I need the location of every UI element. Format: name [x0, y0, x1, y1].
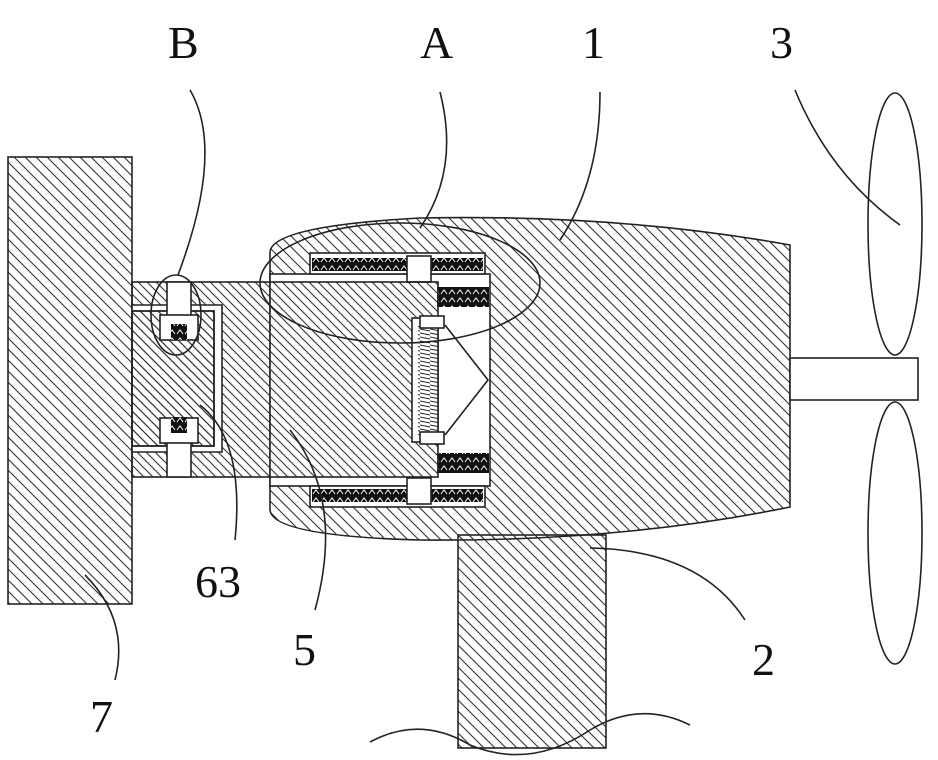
label-7: 7 [90, 691, 113, 742]
propeller-blade-upper [868, 93, 922, 355]
label-2: 2 [752, 634, 775, 685]
propeller-blade-lower [868, 402, 922, 664]
label-B: B [168, 17, 199, 68]
label-1: 1 [582, 17, 605, 68]
lower-side-spring [437, 453, 489, 473]
leader-1 [560, 92, 600, 240]
label-63: 63 [195, 556, 241, 607]
lower-spring-pad [312, 489, 483, 502]
upper-spring-pad [312, 258, 483, 271]
label-A: A [420, 17, 453, 68]
lower-pin [407, 478, 431, 504]
leader-A [420, 92, 447, 228]
spring-cap-top [420, 316, 444, 328]
leader-2 [590, 548, 745, 620]
upper-side-spring [437, 287, 489, 307]
label-5: 5 [293, 624, 316, 675]
shaft [790, 358, 918, 400]
label-3: 3 [770, 17, 793, 68]
wall-7 [8, 157, 132, 604]
upper-pin [407, 256, 431, 282]
support-stem-2 [458, 535, 606, 748]
spring-cap-bottom [420, 432, 444, 444]
leader-B [178, 90, 205, 275]
